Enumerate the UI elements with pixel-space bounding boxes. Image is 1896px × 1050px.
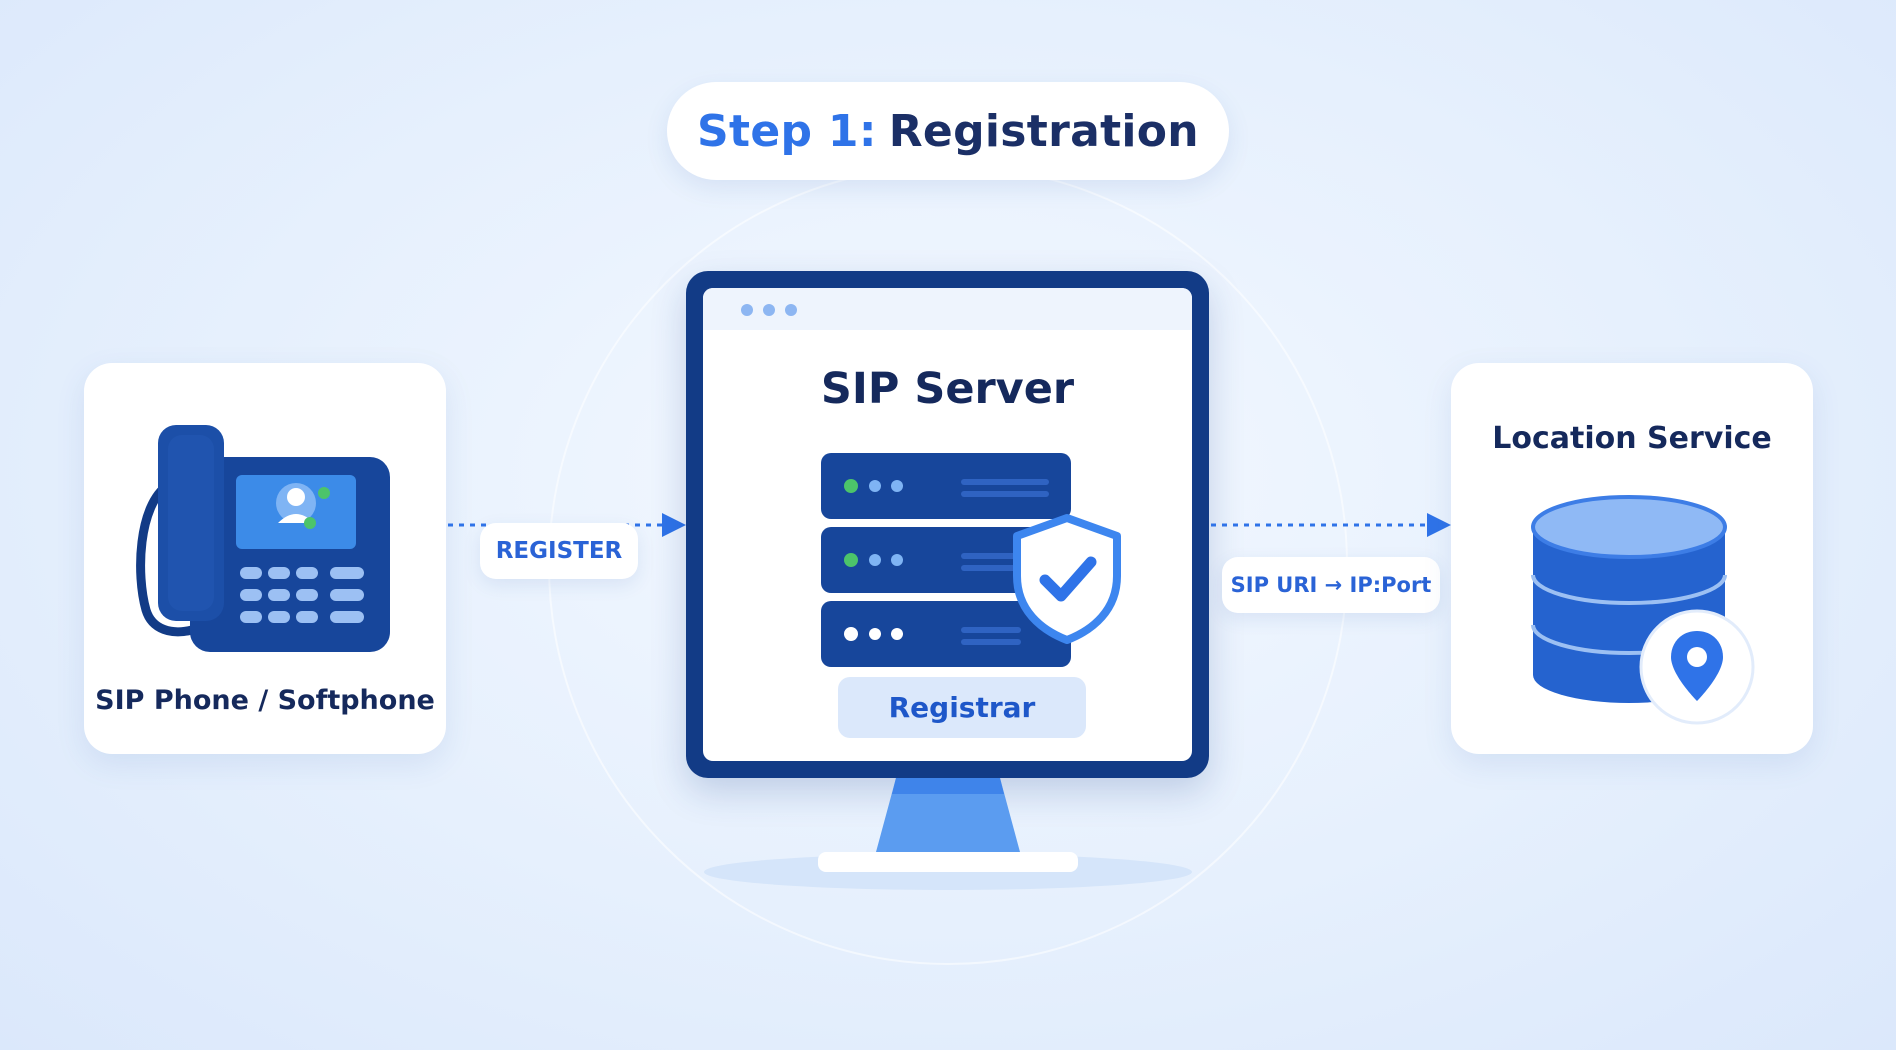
uri-mapping-label: SIP URI → IP:Port <box>1222 557 1440 613</box>
location-service-label: Location Service <box>1492 421 1772 456</box>
shield-check-icon <box>1013 514 1121 644</box>
window-dot-icon <box>763 304 775 316</box>
step-number: Step 1: <box>697 105 877 157</box>
sip-server-monitor: SIP Server <box>686 271 1209 778</box>
location-pin-icon <box>1639 609 1755 725</box>
window-dot-icon <box>785 304 797 316</box>
window-title-bar <box>703 288 1192 330</box>
register-message-label: REGISTER <box>480 523 638 579</box>
step-title: Registration <box>888 105 1199 157</box>
sip-phone-card: SIP Phone / Softphone <box>84 363 446 754</box>
server-rack-icon <box>821 453 1071 667</box>
sip-server-title: SIP Server <box>820 364 1075 414</box>
desk-phone-icon <box>136 425 390 652</box>
sip-phone-label: SIP Phone / Softphone <box>95 685 435 716</box>
step-title-pill: Step 1: Registration <box>667 82 1229 180</box>
location-service-card: Location Service <box>1451 363 1813 754</box>
mapping-arrow <box>1211 513 1451 537</box>
registrar-button[interactable]: Registrar <box>838 677 1086 738</box>
monitor-stand <box>704 778 1192 890</box>
window-dot-icon <box>741 304 753 316</box>
server-screen: SIP Server <box>703 288 1192 761</box>
